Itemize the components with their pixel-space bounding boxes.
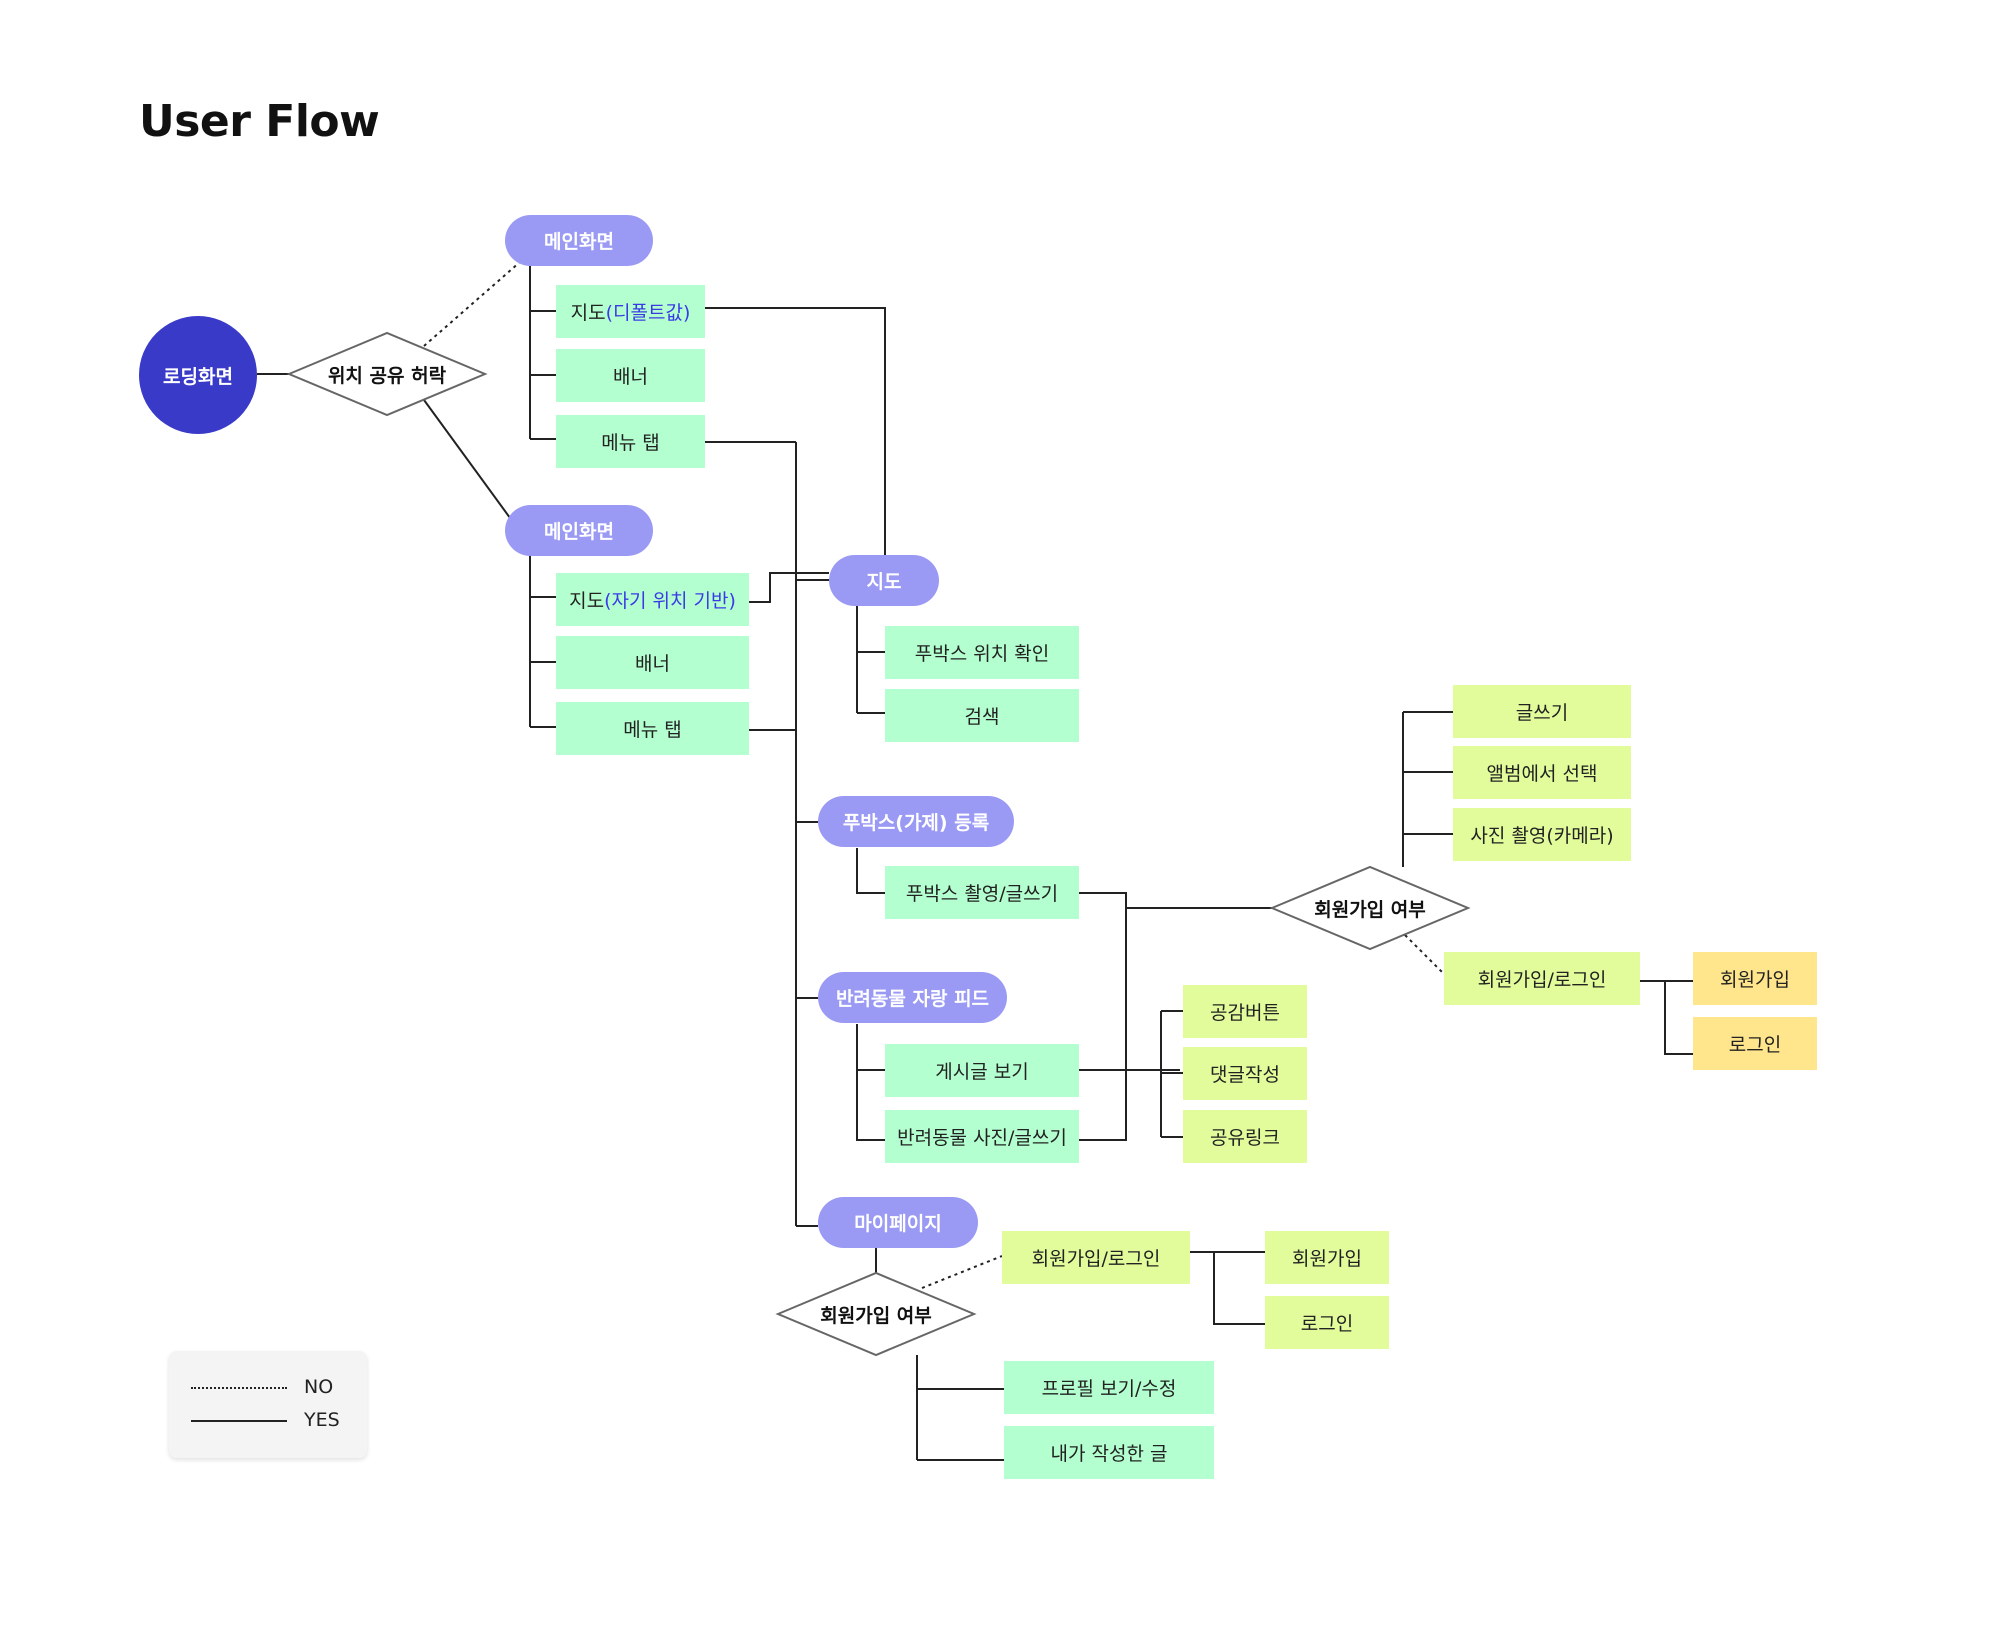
map-default-highlight: (디폴트값) bbox=[605, 302, 691, 324]
select-album-node: 앨범에서 선택 bbox=[1453, 746, 1631, 799]
banner-no-node: 배너 bbox=[556, 349, 705, 402]
connector-map-self-map bbox=[749, 572, 829, 603]
signup-login-1-node: 회원가입/로그인 bbox=[1444, 952, 1640, 1005]
signup-check-1-decision: 회원가입 여부 bbox=[1314, 898, 1426, 921]
connector-foodbox-subtree bbox=[856, 848, 885, 894]
page-title: User Flow bbox=[139, 96, 380, 147]
signup-1-node: 회원가입 bbox=[1693, 952, 1817, 1005]
connector-permission-main-yes bbox=[423, 399, 514, 523]
view-post-node: 게시글 보기 bbox=[885, 1044, 1079, 1097]
connector-trunk bbox=[795, 442, 829, 1227]
banner-yes-node: 배너 bbox=[556, 636, 749, 689]
connector-signup-yes-options bbox=[1402, 711, 1453, 867]
connector-main-yes-tree bbox=[529, 553, 556, 728]
signup-check-2-decision: 회원가입 여부 bbox=[820, 1304, 932, 1327]
connector-signup-no-dotted bbox=[1404, 934, 1445, 975]
legend-yes-line bbox=[191, 1420, 287, 1422]
take-photo-node: 사진 촬영(카메라) bbox=[1453, 808, 1631, 861]
search-node: 검색 bbox=[885, 689, 1079, 742]
my-posts-node: 내가 작성한 글 bbox=[1004, 1426, 1214, 1479]
connector-check2-yes bbox=[916, 1355, 1004, 1461]
connector-signup-login-1 bbox=[1640, 980, 1693, 1055]
map-self-highlight: (자기 위치 기반) bbox=[604, 590, 736, 612]
foodbox-location-node: 푸박스 위치 확인 bbox=[885, 626, 1079, 679]
map-default-node: 지도(디폴트값) bbox=[556, 285, 705, 338]
main-screen-yes-pill: 메인화면 bbox=[505, 505, 653, 556]
legend-no-label: NO bbox=[304, 1376, 334, 1398]
connector-map-default-map bbox=[705, 307, 886, 557]
legend: NO YES bbox=[169, 1351, 367, 1458]
location-permission-decision: 위치 공유 허락 bbox=[327, 364, 447, 387]
foodbox-register-pill: 푸박스(가제) 등록 bbox=[818, 796, 1014, 847]
map-default-label: 지도 bbox=[570, 302, 606, 324]
legend-no-line bbox=[191, 1387, 287, 1389]
map-section-pill: 지도 bbox=[829, 555, 939, 606]
loading-screen-node: 로딩화면 bbox=[139, 316, 257, 434]
map-self-node: 지도(자기 위치 기반) bbox=[556, 573, 749, 626]
foodbox-shoot-write-node: 푸박스 촬영/글쓰기 bbox=[885, 866, 1079, 919]
like-button-node: 공감버튼 bbox=[1183, 985, 1307, 1038]
menu-tab-no-node: 메뉴 탭 bbox=[556, 415, 705, 468]
diamond-signup-check-1 bbox=[1269, 865, 1471, 951]
signup-login-2-node: 회원가입/로그인 bbox=[1002, 1231, 1190, 1284]
map-self-label: 지도 bbox=[569, 590, 605, 612]
write-comment-node: 댓글작성 bbox=[1183, 1047, 1307, 1100]
connector-map-subtree bbox=[856, 605, 885, 714]
connector-pet-subtree bbox=[856, 1024, 885, 1141]
login-1-node: 로그인 bbox=[1693, 1017, 1817, 1070]
connector-main-no-tree bbox=[529, 266, 556, 440]
connector-check2-no-dotted bbox=[921, 1255, 1003, 1289]
connector-permission-main-no-dotted bbox=[423, 261, 521, 347]
menu-tab-yes-node: 메뉴 탭 bbox=[556, 702, 749, 755]
share-link-node: 공유링크 bbox=[1183, 1110, 1307, 1163]
login-2-node: 로그인 bbox=[1265, 1296, 1389, 1349]
mypage-pill: 마이페이지 bbox=[818, 1197, 978, 1248]
pet-photo-write-node: 반려동물 사진/글쓰기 bbox=[885, 1110, 1079, 1163]
pet-feed-pill: 반려동물 자랑 피드 bbox=[818, 972, 1007, 1023]
connector-actions-signup-check bbox=[1079, 892, 1272, 1141]
diamond-signup-check-2 bbox=[775, 1271, 977, 1357]
diamond-location-permission bbox=[286, 331, 488, 417]
write-node: 글쓰기 bbox=[1453, 685, 1631, 738]
profile-view-edit-node: 프로필 보기/수정 bbox=[1004, 1361, 1214, 1414]
connector-post-reactions bbox=[1126, 1010, 1183, 1138]
connector-signup-login-2 bbox=[1190, 1251, 1265, 1325]
legend-yes-label: YES bbox=[304, 1409, 340, 1431]
signup-2-node: 회원가입 bbox=[1265, 1231, 1389, 1284]
main-screen-no-pill: 메인화면 bbox=[505, 215, 653, 266]
